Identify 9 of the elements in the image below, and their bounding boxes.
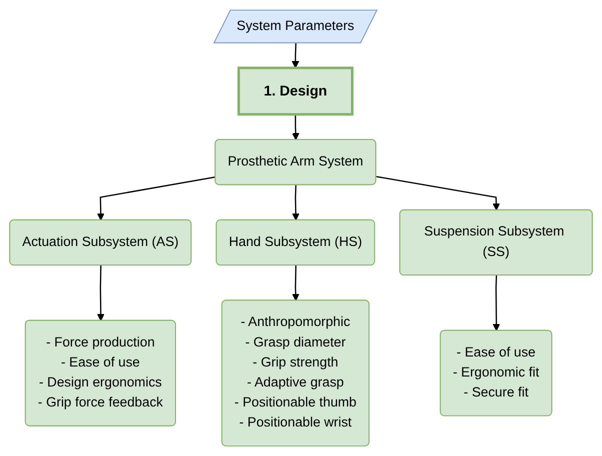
arrow	[292, 265, 300, 301]
arrow	[292, 114, 300, 140]
arrow	[292, 43, 300, 68]
node-box: 1. Design	[237, 66, 354, 116]
arrow	[492, 275, 500, 332]
arrow	[376, 176, 500, 211]
arrow	[97, 265, 104, 322]
arrow	[97, 176, 216, 221]
arrow	[292, 185, 300, 221]
